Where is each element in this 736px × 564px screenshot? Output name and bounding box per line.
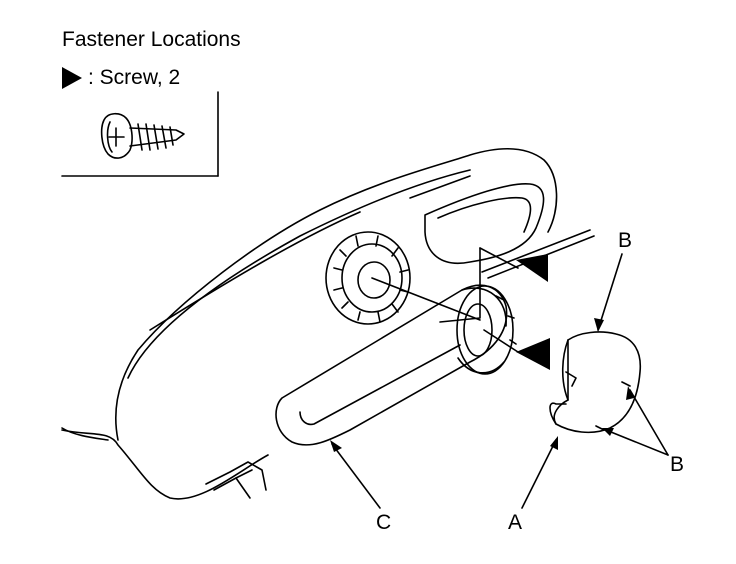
- lever-handle: [275, 284, 508, 446]
- leader-a: [521, 436, 558, 509]
- cover-a: [549, 331, 642, 434]
- legend-item: : Screw, 2: [62, 64, 180, 92]
- seat-back-body: [61, 147, 558, 500]
- triangle-pointer-icon: [62, 67, 82, 89]
- lever-hub: [456, 285, 517, 375]
- callout-c: C: [376, 511, 392, 534]
- legend-title: Fastener Locations: [62, 28, 241, 51]
- callout-a: A: [508, 511, 523, 534]
- leader-b-bottom: [602, 386, 669, 456]
- mount-bracket: [205, 461, 267, 499]
- legend-frame: [61, 91, 219, 177]
- screw-marker-upper: [516, 254, 548, 282]
- callout-b-bottom: B: [670, 453, 685, 476]
- screw-leader-lines: [371, 247, 519, 353]
- screw-marker-lower: [516, 338, 550, 370]
- leader-c: [330, 440, 381, 509]
- screw-icon: [100, 112, 185, 159]
- pocket-recess: [424, 183, 545, 265]
- gear-hub: [325, 231, 411, 325]
- leader-b-top: [594, 253, 623, 332]
- callout-b-top: B: [618, 229, 633, 252]
- legend-item-label: : Screw, 2: [88, 66, 181, 89]
